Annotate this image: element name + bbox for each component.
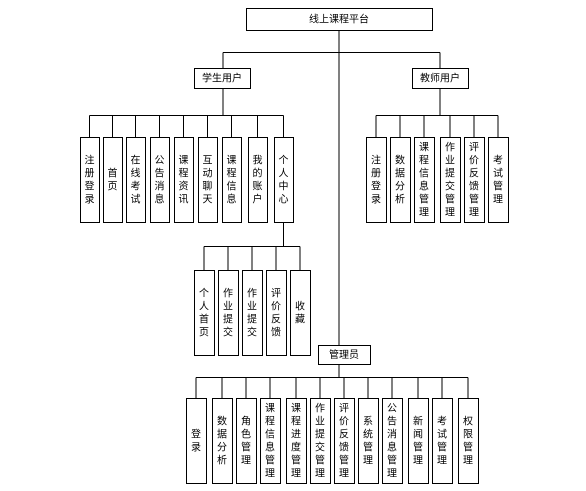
teacher-item-5-label: 评价反馈管理: [469, 142, 479, 219]
admin-item-5: 课程进度管理: [286, 398, 307, 484]
student-item-4: 公告消息: [150, 137, 170, 223]
student-item-2-label: 首页: [108, 167, 118, 193]
connector-lines: [89, 30, 499, 398]
admin-item-12: 权限管理: [458, 398, 479, 484]
student-item-5: 课程资讯: [174, 137, 194, 223]
admin-item-1: 登录: [186, 398, 207, 484]
personal-center-item-3: 作业提交: [242, 270, 263, 356]
admin-item-4-label: 课程信息管理: [265, 403, 275, 480]
admin-item-7-label: 评价反馈管理: [339, 403, 349, 480]
admin-node: 管理员: [318, 345, 371, 365]
root-node: 线上课程平台: [246, 8, 433, 31]
admin-item-8: 系统管理: [358, 398, 379, 484]
personal-center-item-2: 作业提交: [218, 270, 239, 356]
teacher-item-1-label: 注册登录: [371, 154, 381, 206]
admin-item-5-label: 课程进度管理: [291, 403, 301, 480]
student-item-9-label: 个人中心: [279, 155, 289, 206]
student-item-9: 个人中心: [274, 137, 294, 223]
personal-center-item-1-label: 个人首页: [199, 288, 209, 339]
personal-center-item-4-label: 评价反馈: [271, 288, 281, 339]
student-item-1-label: 注册登录: [85, 154, 95, 206]
admin-item-10-label: 新闻管理: [413, 415, 423, 467]
admin-item-11-label: 考试管理: [437, 416, 447, 467]
admin-item-1-label: 登录: [191, 428, 201, 454]
personal-center-item-2-label: 作业提交: [223, 288, 233, 339]
admin-item-4: 课程信息管理: [260, 398, 281, 484]
teacher-item-3-label: 课程信息管理: [419, 142, 429, 219]
teacher-item-4: 作业提交管理: [440, 137, 461, 223]
student-node: 学生用户: [194, 68, 251, 89]
personal-center-item-1: 个人首页: [194, 270, 215, 356]
teacher-item-4-label: 作业提交管理: [445, 142, 455, 219]
admin-item-3: 角色管理: [236, 398, 257, 484]
admin-item-3-label: 角色管理: [241, 416, 251, 467]
admin-item-11: 考试管理: [432, 398, 453, 484]
admin-item-7: 评价反馈管理: [334, 398, 355, 484]
teacher-item-2-label: 数据分析: [395, 154, 405, 206]
personal-center-item-3-label: 作业提交: [247, 288, 257, 339]
student-item-3: 在线考试: [126, 137, 146, 223]
admin-item-10: 新闻管理: [408, 398, 429, 484]
student-node-label: 学生用户: [202, 72, 242, 85]
student-item-4-label: 公告消息: [155, 156, 165, 206]
student-item-6: 互动聊天: [198, 137, 218, 223]
admin-item-8-label: 系统管理: [363, 416, 373, 467]
personal-center-item-4: 评价反馈: [266, 270, 287, 356]
admin-node-label: 管理员: [329, 348, 359, 361]
admin-item-6: 作业提交管理: [310, 398, 331, 484]
student-item-7-label: 课程信息: [227, 155, 237, 206]
teacher-item-6-label: 考试管理: [493, 155, 503, 206]
teacher-item-1: 注册登录: [366, 137, 387, 223]
student-item-2: 首页: [103, 137, 123, 223]
teacher-node-label: 教师用户: [420, 72, 460, 85]
teacher-item-2: 数据分析: [390, 137, 411, 223]
student-item-8: 我的账户: [248, 137, 268, 223]
teacher-node: 教师用户: [412, 68, 469, 89]
teacher-item-6: 考试管理: [488, 137, 509, 223]
personal-center-item-5-label: 收藏: [295, 300, 305, 326]
student-item-5-label: 课程资讯: [179, 155, 189, 206]
teacher-item-3: 课程信息管理: [414, 137, 435, 223]
admin-item-6-label: 作业提交管理: [315, 403, 325, 480]
root-node-label: 线上课程平台: [309, 13, 369, 26]
admin-item-9: 公告消息管理: [382, 398, 403, 484]
student-item-7: 课程信息: [222, 137, 242, 223]
student-item-6-label: 互动聊天: [203, 155, 213, 206]
admin-item-2: 数据分析: [212, 398, 233, 484]
student-item-3-label: 在线考试: [131, 155, 141, 206]
admin-item-12-label: 权限管理: [463, 415, 473, 467]
teacher-item-5: 评价反馈管理: [464, 137, 485, 223]
admin-item-9-label: 公告消息管理: [387, 404, 397, 480]
student-item-8-label: 我的账户: [253, 155, 263, 206]
admin-item-2-label: 数据分析: [217, 415, 227, 467]
personal-center-item-5: 收藏: [290, 270, 311, 356]
student-item-1: 注册登录: [80, 137, 100, 223]
